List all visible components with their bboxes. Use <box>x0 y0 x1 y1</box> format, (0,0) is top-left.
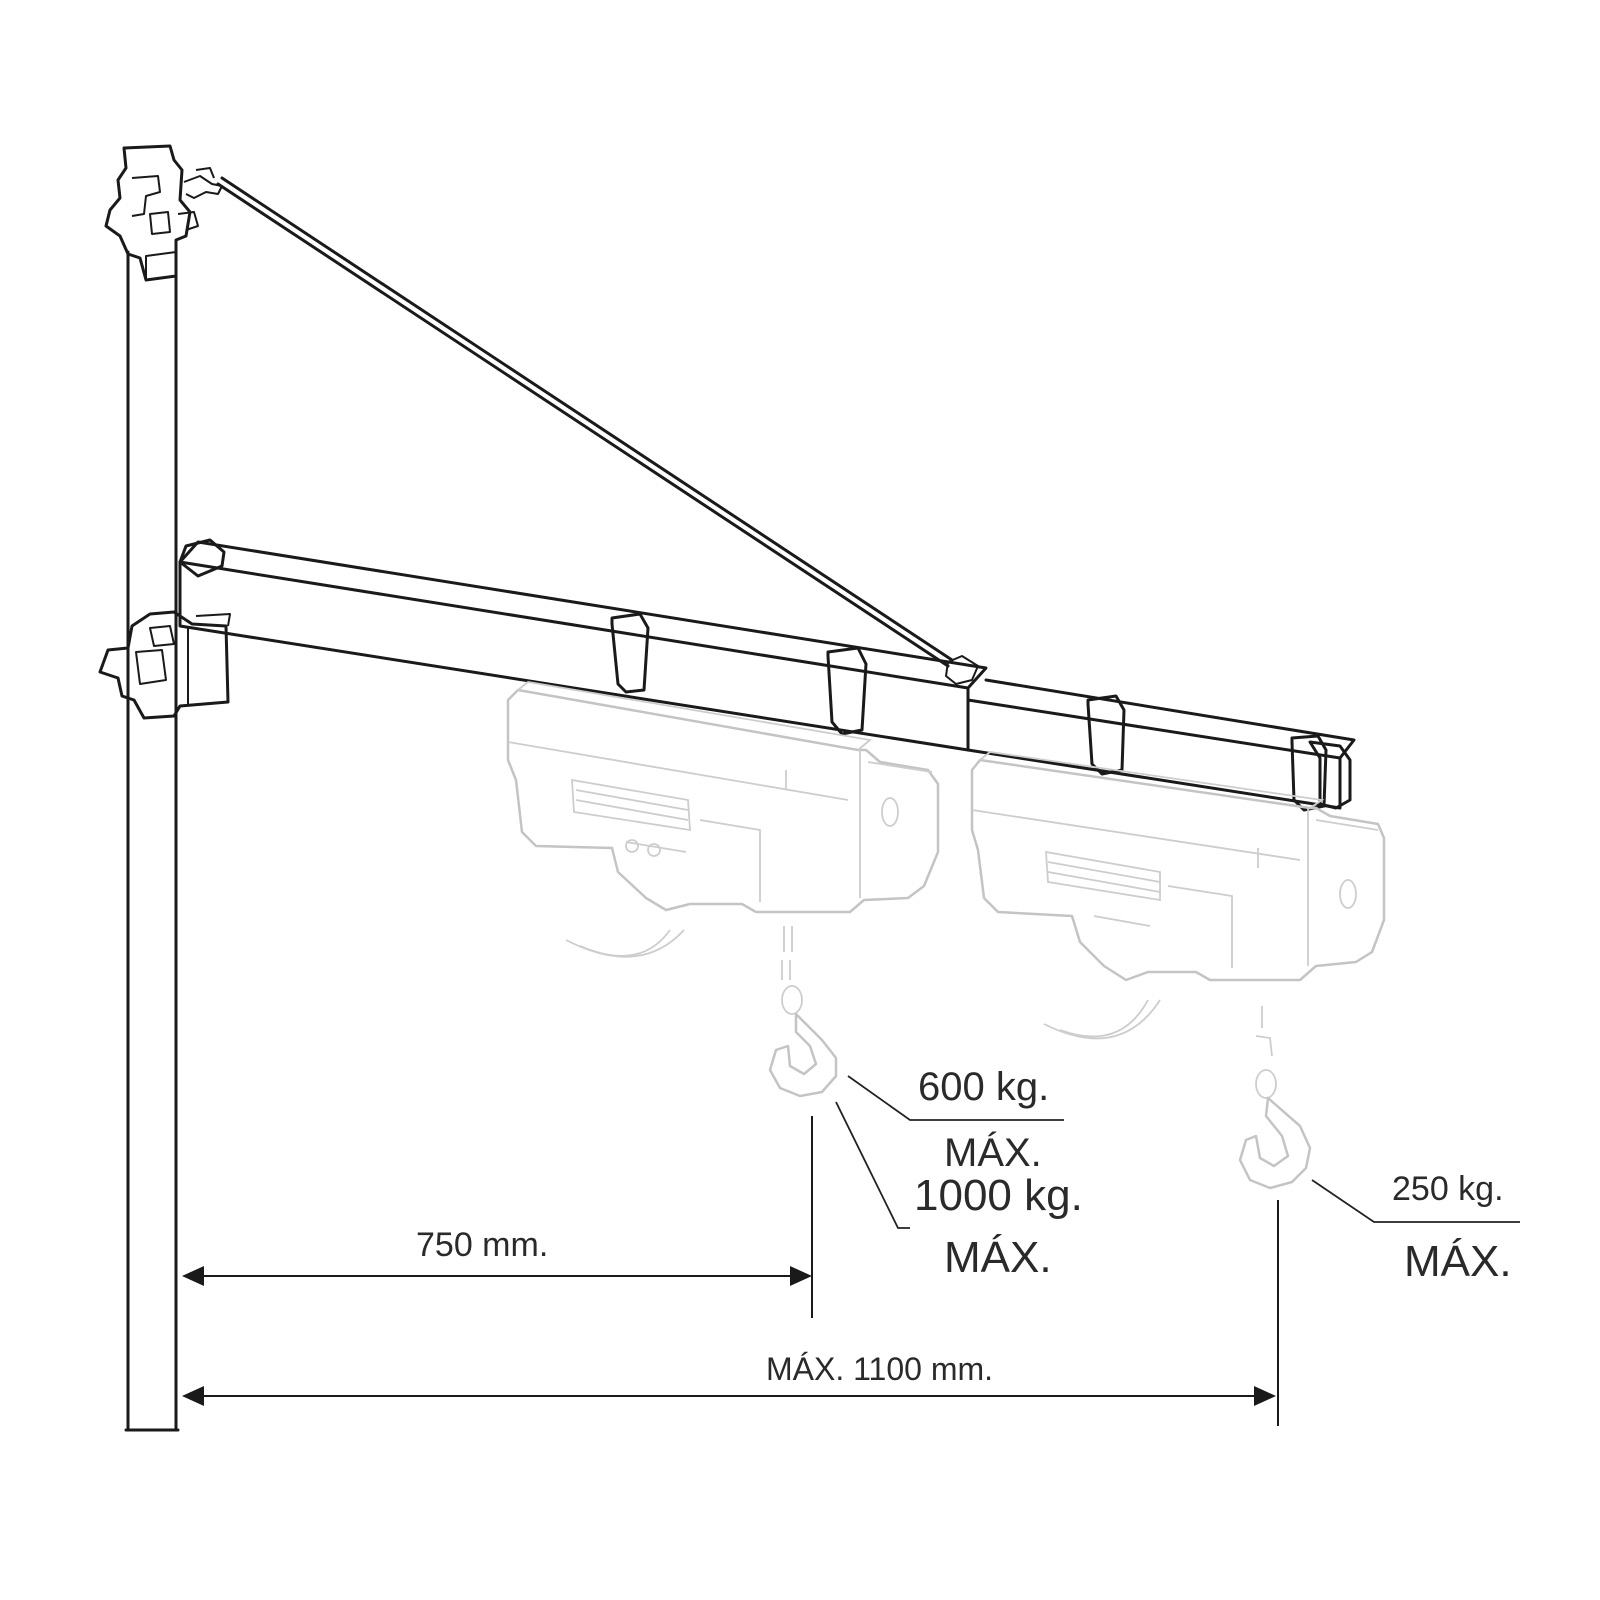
label-max-1100mm: MÁX. 1100 mm. <box>766 1351 993 1387</box>
lower-bracket <box>98 538 231 720</box>
dimension-750 <box>182 1116 813 1318</box>
load-leaders <box>835 1075 1520 1229</box>
label-600kg: 600 kg. <box>918 1065 1049 1109</box>
hoist-position-2 <box>970 751 1386 1190</box>
label-1000kg: 1000 kg. <box>914 1171 1083 1220</box>
top-bracket <box>104 144 223 282</box>
label-250kg-max: MÁX. <box>1404 1237 1512 1286</box>
label-250kg: 250 kg. <box>1392 1170 1504 1208</box>
tie-rod <box>216 176 954 668</box>
label-1000kg-max: MÁX. <box>944 1233 1052 1282</box>
dimension-1100 <box>182 1200 1279 1426</box>
label-600kg-max: MÁX. <box>944 1130 1042 1175</box>
hoist-position-1 <box>506 681 940 1098</box>
label-750mm: 750 mm. <box>416 1226 548 1264</box>
vertical-mast <box>124 250 180 1432</box>
boom-arm <box>178 540 1356 812</box>
